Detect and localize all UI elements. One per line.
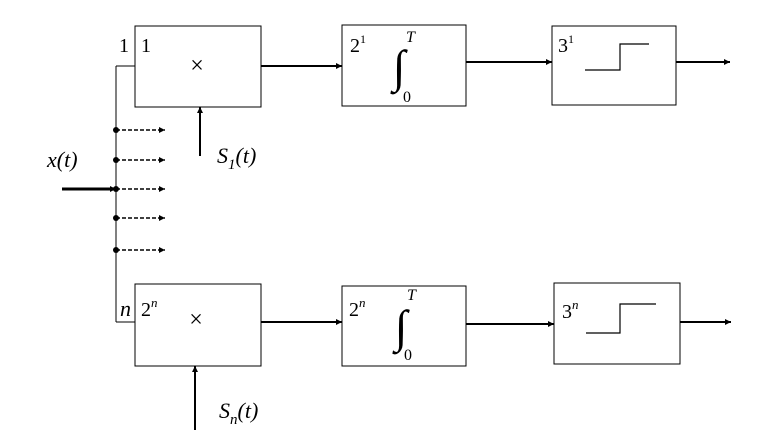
branch-n-label: n xyxy=(120,296,131,321)
integral-upper-limit: T xyxy=(407,287,417,304)
multiplier-n-id: 2n xyxy=(141,295,158,321)
decision-block-n xyxy=(553,282,681,365)
decision-1-id: 31 xyxy=(558,32,574,57)
reference-signal-1-label: S1(t) xyxy=(217,143,256,173)
multiply-symbol: × xyxy=(190,53,204,79)
multiply-symbol: × xyxy=(189,307,203,333)
integral-upper-limit: T xyxy=(406,29,416,46)
branch-taps xyxy=(113,127,165,253)
integrator-n-id: 2n xyxy=(349,295,366,321)
integral-symbol: ∫ xyxy=(392,301,410,355)
input-signal-label: x(t) xyxy=(46,147,78,172)
multiplier-1-id: 1 xyxy=(141,35,151,57)
multiplier-block-n xyxy=(134,283,262,367)
decision-n-id: 3n xyxy=(562,297,579,323)
reference-signal-n-label: Sn(t) xyxy=(219,398,258,428)
multiplier-block-1 xyxy=(134,25,262,108)
decision-block-1 xyxy=(551,25,677,106)
integrator-1-id: 21 xyxy=(350,32,366,57)
integrator-block-1 xyxy=(341,24,467,107)
integral-lower-limit: 0 xyxy=(403,89,411,106)
integrator-block-n xyxy=(341,285,467,367)
threshold-step-icon xyxy=(586,303,656,334)
branch-1-label: 1 xyxy=(119,35,129,57)
integral-symbol: ∫ xyxy=(390,41,408,95)
threshold-step-icon xyxy=(585,43,649,71)
integral-lower-limit: 0 xyxy=(404,347,412,364)
